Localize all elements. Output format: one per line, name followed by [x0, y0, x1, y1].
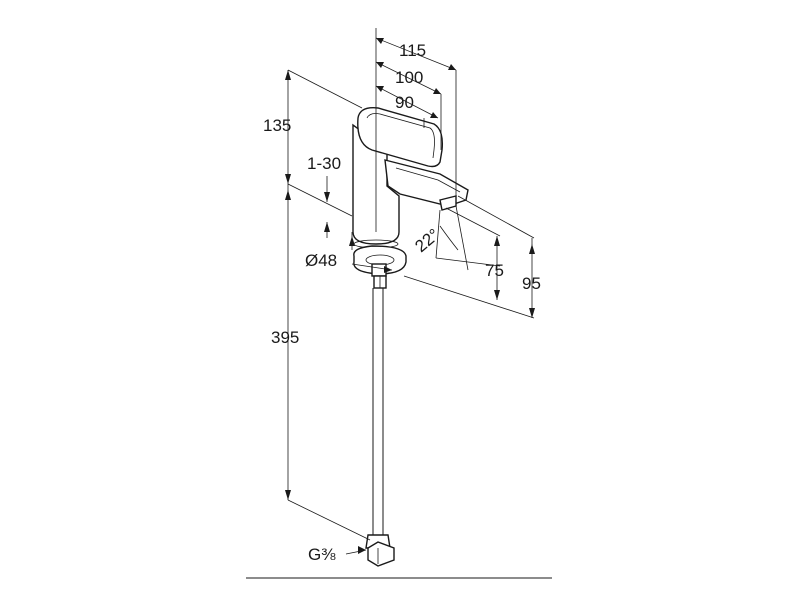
dimension-diameter-48: Ø48: [305, 232, 393, 273]
dimension-395: 395: [271, 184, 371, 541]
dimension-95: 95: [403, 195, 541, 319]
dimension-angle-22: 22°: [411, 205, 469, 271]
dim-diameter-48-label: Ø48: [305, 251, 337, 270]
mounting-assembly: [353, 239, 407, 289]
dim-135-label: 135: [263, 116, 291, 135]
dim-75-label: 75: [485, 261, 504, 280]
dim-100-label: 100: [395, 68, 423, 87]
dimension-75: 75: [435, 207, 504, 300]
dimension-90: 90: [375, 85, 439, 119]
dim-395-label: 395: [271, 328, 299, 347]
dimension-135: 135: [263, 69, 363, 184]
thread-fraction-label: ⅜: [321, 545, 336, 564]
thread-size-callout: G⅜: [308, 545, 367, 564]
thread-label: G⅜: [308, 545, 336, 564]
dimension-115: 115: [375, 37, 457, 71]
extension-lines-top: [375, 28, 457, 232]
dim-1-30-label: 1-30: [307, 154, 341, 173]
dimension-1-30: 1-30: [287, 154, 353, 238]
supply-hose: [365, 288, 395, 567]
dimension-100: 100: [375, 61, 442, 95]
dim-95-label: 95: [522, 274, 541, 293]
thread-g-label: G: [308, 545, 321, 564]
dim-115-label: 115: [399, 41, 426, 60]
faucet-body: [352, 107, 469, 245]
dim-90-label: 90: [395, 93, 414, 112]
